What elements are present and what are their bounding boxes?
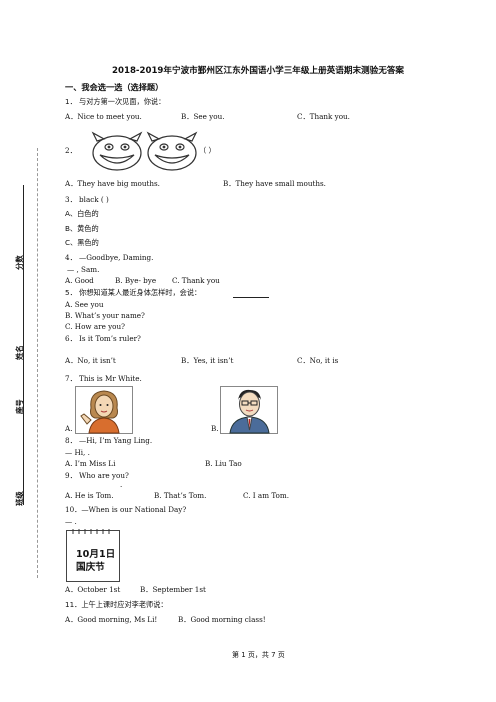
- q4-option-a[interactable]: A. Good: [65, 276, 94, 285]
- binding-dashed-line: [37, 148, 38, 578]
- q2-stem: 2．: [65, 146, 77, 155]
- q3-option-a[interactable]: A、白色的: [65, 209, 99, 218]
- q10-stem: 10．—When is our National Day?: [65, 505, 187, 514]
- page-footer: 第 1 页，共 7 页: [232, 651, 285, 659]
- sidebar-class-label: 班级: [15, 491, 24, 506]
- q6-option-a[interactable]: A．No, it isn’t: [65, 356, 116, 365]
- q1-option-c[interactable]: C．Thank you.: [297, 112, 350, 121]
- man-teacher-image[interactable]: [220, 386, 278, 434]
- calendar-date: 10月1日: [76, 549, 116, 560]
- q10-option-a[interactable]: A．October 1st: [65, 585, 121, 594]
- q4-reply-line: — , Sam.: [67, 265, 100, 274]
- sidebar-score-label: 分数: [15, 255, 24, 270]
- q4-option-c[interactable]: C. Thank you: [172, 276, 220, 285]
- q3-option-c[interactable]: C、黑色的: [65, 238, 99, 247]
- q2-option-a[interactable]: A．They have big mouths.: [65, 179, 160, 188]
- q5-stem: 5． 你想知道某人最近身体怎样时，会说：: [65, 288, 202, 297]
- q6-option-c[interactable]: C．No, it is: [297, 356, 339, 365]
- q5-option-c[interactable]: C. How are you?: [65, 322, 125, 331]
- q8-reply-line: — Hi, .: [65, 448, 90, 457]
- q5-option-a[interactable]: A. See you: [65, 300, 104, 309]
- q8-stem: 8． —Hi, I’m Yang Ling.: [65, 436, 153, 445]
- q9-mark: ·: [120, 482, 123, 491]
- q8-option-a[interactable]: A. I’m Miss Li: [65, 459, 116, 468]
- section-heading: 一、我会选一选（选择题）: [65, 82, 164, 92]
- q2-option-b[interactable]: B．They have small mouths.: [223, 179, 326, 188]
- q7-option-a[interactable]: A.: [65, 424, 73, 433]
- q11-stem: 11．上午上课时应对李老师说：: [65, 600, 168, 609]
- page-title: 2018-2019年宁波市鄞州区江东外国语小学三年级上册英语期末测验无答案: [112, 66, 405, 76]
- q6-stem: 6． Is it Tom’s ruler?: [65, 334, 141, 343]
- q11-option-b[interactable]: B．Good morning class!: [178, 615, 266, 624]
- q7-stem: 7． This is Mr White.: [65, 374, 142, 383]
- q4-option-b[interactable]: B. Bye- bye: [115, 276, 157, 285]
- q3-option-b[interactable]: B、黄色的: [65, 224, 99, 233]
- q9-stem: 9． Who are you?: [65, 471, 129, 480]
- q2-answer-blank[interactable]: （ ）: [199, 146, 216, 155]
- q9-option-b[interactable]: B. That’s Tom.: [154, 491, 207, 500]
- q8-option-b[interactable]: B. Liu Tao: [205, 459, 242, 468]
- q10-option-b[interactable]: B．September 1st: [140, 585, 206, 594]
- q11-option-a[interactable]: A．Good morning, Ms Li!: [65, 615, 158, 624]
- sidebar-vertical-rule: [23, 185, 24, 505]
- q6-option-b[interactable]: B．Yes, it isn’t: [181, 356, 234, 365]
- q1-stem: 1． 与对方第一次见面，你说：: [65, 97, 166, 106]
- q7-option-b[interactable]: B.: [211, 424, 219, 433]
- q9-option-c[interactable]: C. I am Tom.: [243, 491, 289, 500]
- calendar-image: 10月1日 国庆节: [66, 529, 120, 582]
- q3-stem: 3． black ( ): [65, 195, 109, 204]
- q1-option-a[interactable]: A．Nice to meet you.: [65, 112, 142, 121]
- q4-stem: 4． —Goodbye, Daming.: [65, 253, 154, 262]
- q1-option-b[interactable]: B．See you.: [181, 112, 225, 121]
- sidebar-name-label: 姓名: [15, 345, 24, 360]
- calendar-rings-icon: [72, 529, 110, 534]
- big-mouth-cartoon-image: [91, 131, 198, 171]
- calendar-holiday: 国庆节: [76, 562, 105, 573]
- q5-option-b[interactable]: B. What’s your name?: [65, 311, 145, 320]
- q10-reply-line: — .: [65, 517, 77, 526]
- q5-answer-line: [233, 297, 269, 298]
- sidebar-seat-label: 座号: [15, 399, 24, 414]
- woman-teacher-image[interactable]: [75, 386, 133, 434]
- q9-option-a[interactable]: A. He is Tom.: [65, 491, 114, 500]
